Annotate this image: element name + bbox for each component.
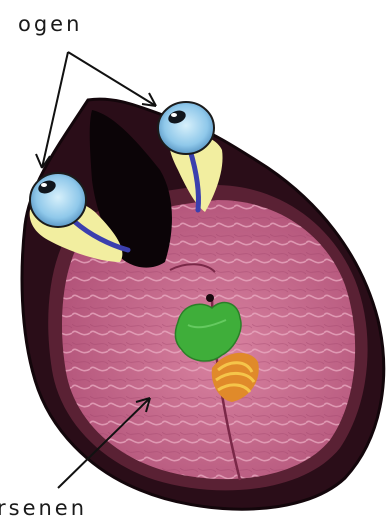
dark-dot <box>206 294 214 302</box>
eye-right <box>158 102 214 154</box>
eye-left <box>30 173 86 227</box>
label-eyes: ogen <box>18 12 82 36</box>
label-brain: rsenen <box>0 496 87 520</box>
arrow-to-right-eye <box>68 52 156 106</box>
